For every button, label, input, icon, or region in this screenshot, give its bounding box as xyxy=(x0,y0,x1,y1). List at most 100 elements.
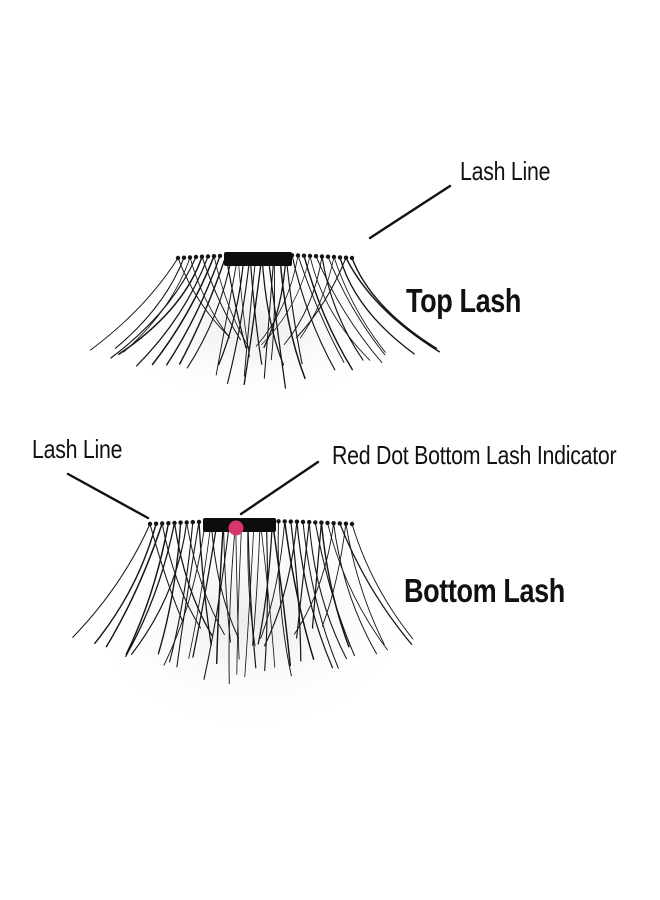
bottom-lash-fiber xyxy=(198,521,212,646)
bottom-lash-knot xyxy=(325,520,330,526)
bottom-lash-fiber xyxy=(247,520,257,669)
top-lash-fiber xyxy=(177,257,230,337)
top-lash-fiber xyxy=(215,254,239,376)
bottom-lash-knot xyxy=(160,521,165,526)
top-lash-knot xyxy=(349,255,355,261)
bottom-lash-knot xyxy=(147,521,153,527)
top-lash-knot xyxy=(331,254,337,260)
bottom-lash-fiber xyxy=(228,520,237,685)
bottom-lash-icon xyxy=(72,518,414,685)
bottom-lash-fiber xyxy=(308,521,347,660)
bottom-lash-knot xyxy=(349,521,355,527)
top-lash-fiber xyxy=(303,254,354,371)
top-lash-knot xyxy=(199,254,205,259)
bottom-lash-fiber xyxy=(186,521,225,635)
bottom-lash-fiber xyxy=(259,520,276,668)
bottom-lash-fiber xyxy=(131,521,188,655)
bottom-lash-fiber xyxy=(320,521,350,648)
top-lash-knot xyxy=(193,254,199,260)
bottom-lash-fiber xyxy=(296,521,334,669)
top-lash-fiber xyxy=(321,255,364,361)
bottom-lash-fiber xyxy=(277,520,292,677)
bottom-lash-knot xyxy=(153,521,159,526)
top-lash-knot xyxy=(295,253,301,258)
bottom-lash-shadow xyxy=(80,500,420,740)
top-lash-fiber xyxy=(261,255,311,345)
bottom-lash-fiber xyxy=(244,520,255,678)
bottom-lash-fiber xyxy=(293,522,335,635)
top-lash-fiber xyxy=(151,255,215,366)
bottom-lash-knot xyxy=(288,519,293,524)
bottom-lash-fiber xyxy=(263,521,298,647)
bottom-lash-fiber xyxy=(176,521,200,668)
bottom-lash-fiber xyxy=(72,523,151,638)
top-lash-knot xyxy=(181,255,187,260)
bottom-lash-fiber xyxy=(203,520,231,680)
bottom-lash-knot xyxy=(282,519,287,524)
top-lash-fiber xyxy=(249,254,263,365)
top-lash-fiber xyxy=(166,255,221,366)
top-lash-fiber xyxy=(136,255,209,367)
top-lash-knot xyxy=(211,254,217,259)
bottom-lash-knot xyxy=(184,520,189,525)
top-lash-fiber xyxy=(118,255,203,356)
top-lash-fiber xyxy=(315,255,383,364)
top-lash-fiber xyxy=(285,254,303,365)
top-lash-fiber xyxy=(283,256,323,345)
top-lash-fiber xyxy=(270,254,276,361)
top-lash-fiber xyxy=(299,256,335,339)
bottom-lash-fiber xyxy=(264,520,269,672)
bottom-lash-fiber xyxy=(321,523,347,627)
bottom-lash-fiber xyxy=(157,521,182,655)
top-lash-knot xyxy=(205,254,211,259)
bottom-lash-knot xyxy=(331,521,336,526)
bottom-lash-knot xyxy=(276,519,281,524)
bottom-lash-fiber xyxy=(125,522,176,657)
red-dot-pointer xyxy=(239,460,320,516)
bottom-lash-fiber xyxy=(302,521,339,669)
top-lash-fiber xyxy=(218,254,245,366)
top-lash-fiber xyxy=(295,257,347,339)
top-lash-line-pointer xyxy=(368,184,452,240)
bottom-lash-knot xyxy=(172,520,177,526)
top-lash-fiber xyxy=(255,255,299,347)
top-lash-fiber xyxy=(263,254,275,379)
top-lash-knot xyxy=(319,254,325,259)
bottom-lash-fiber xyxy=(311,521,323,629)
bottom-lash-knot xyxy=(300,519,306,525)
bottom-lash-fiber xyxy=(271,520,292,667)
top-lash-icon xyxy=(89,252,441,389)
bottom-lash-label: Bottom Lash xyxy=(404,572,565,609)
top-lash-magnet-band xyxy=(224,252,292,266)
bottom-lash-fiber xyxy=(345,523,385,645)
bottom-lash-fiber xyxy=(192,520,218,658)
bottom-lash-fiber xyxy=(161,522,202,629)
top-lash-fiber xyxy=(226,254,251,384)
top-lash-fiber xyxy=(178,254,227,365)
bottom-lash-fiber xyxy=(283,520,315,660)
top-lash-fiber xyxy=(114,257,185,349)
bottom-lash-fiber xyxy=(163,521,206,666)
bottom-lash-line-pointer xyxy=(66,472,150,520)
bottom-lash-line-label: Lash Line xyxy=(32,434,123,464)
top-lash-line-label: Lash Line xyxy=(460,156,551,186)
top-lash-knot xyxy=(337,255,343,260)
top-lash-fiber xyxy=(309,255,371,361)
top-lash-fiber xyxy=(186,254,233,369)
bottom-lash-knot xyxy=(166,521,171,526)
bottom-lash-fiber xyxy=(235,520,240,660)
top-lash-fiber xyxy=(327,256,386,356)
bottom-lash-knot xyxy=(178,520,183,525)
top-lash-fiber xyxy=(339,256,415,355)
bottom-lash-knot xyxy=(313,520,318,525)
top-lash-fiber xyxy=(243,254,257,377)
bottom-lash-knot xyxy=(196,519,202,525)
bottom-lash-knot xyxy=(294,519,300,524)
red-dot-indicator-label: Red Dot Bottom Lash Indicator xyxy=(332,440,617,470)
top-lash-fiber xyxy=(225,255,247,349)
bottom-lash-fiber xyxy=(290,520,302,662)
top-lash-fiber xyxy=(110,256,197,359)
top-lash-fiber xyxy=(267,254,287,389)
bottom-lash-knot xyxy=(190,519,195,525)
